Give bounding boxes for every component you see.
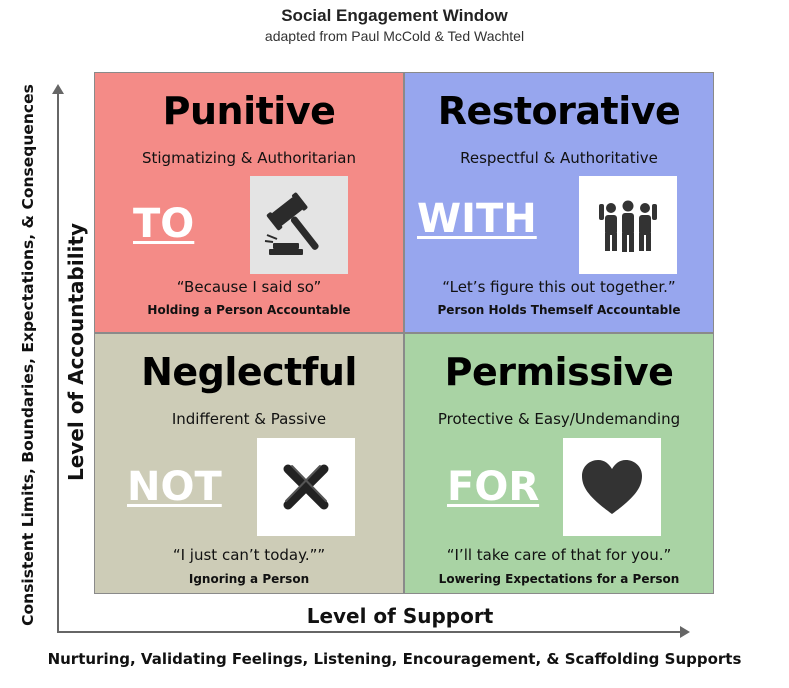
diagram-subtitle: adapted from Paul McCold & Ted Wachtel [264, 28, 525, 44]
quadrant-word: TO [133, 201, 195, 247]
x-axis-label: Level of Support [306, 604, 494, 628]
y-axis-description: Consistent Limits, Boundaries, Expectati… [19, 84, 37, 626]
quadrant-word: WITH [417, 196, 537, 242]
heart-icon [563, 438, 661, 536]
quadrant-caption: Ignoring a Person [188, 572, 310, 586]
quadrant-subtitle: Respectful & Authoritative [460, 149, 658, 167]
x-axis-arrow [680, 626, 690, 638]
quadrant-quote: “I just can’t today.”” [172, 546, 326, 564]
quadrant-title: Restorative [437, 89, 681, 133]
quadrant-title: Permissive [444, 350, 674, 394]
quadrant-neglectful: Neglectful Indifferent & Passive NOT “I … [94, 333, 404, 594]
x-axis-line [57, 631, 682, 633]
quadrant-subtitle: Stigmatizing & Authoritarian [141, 149, 357, 167]
quadrant-title: Punitive [162, 89, 336, 133]
quadrant-caption: Holding a Person Accountable [147, 303, 351, 317]
quadrant-subtitle: Indifferent & Passive [171, 410, 327, 428]
diagram-title: Social Engagement Window [281, 6, 508, 25]
quadrant-word: NOT [127, 464, 222, 510]
x-axis-description: Nurturing, Validating Feelings, Listenin… [47, 650, 742, 668]
people-group-icon [579, 176, 677, 274]
quadrant-caption: Lowering Expectations for a Person [438, 572, 680, 586]
quadrant-title: Neglectful [141, 350, 357, 394]
gavel-icon [250, 176, 348, 274]
quadrant-punitive: Punitive Stigmatizing & Authoritarian TO… [94, 72, 404, 333]
quadrant-quote: “Because I said so” [176, 278, 322, 296]
quadrant-subtitle: Protective & Easy/Undemanding [437, 410, 681, 428]
y-axis-arrow [52, 84, 64, 94]
quadrant-restorative: Restorative Respectful & Authoritative W… [404, 72, 714, 333]
quadrant-word: FOR [447, 464, 540, 510]
quadrant-quote: “Let’s figure this out together.” [442, 278, 676, 296]
quadrant-permissive: Permissive Protective & Easy/Undemanding… [404, 333, 714, 594]
y-axis-line [57, 92, 59, 632]
quadrant-quote: “I’ll take care of that for you.” [446, 546, 672, 564]
y-axis-label: Level of Accountability [64, 222, 88, 482]
x-mark-icon [257, 438, 355, 536]
quadrant-caption: Person Holds Themself Accountable [437, 303, 681, 317]
